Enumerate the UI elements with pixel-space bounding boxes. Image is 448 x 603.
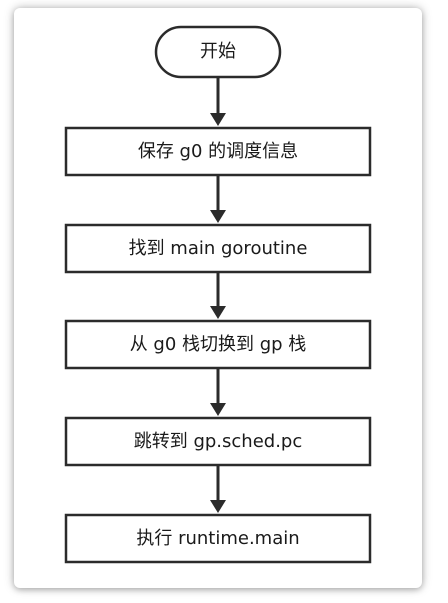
start-node-label: 开始 [200,41,236,62]
arrowhead-3 [210,306,226,319]
step-1-label: 保存 g0 的调度信息 [138,141,298,162]
arrowhead-2 [210,210,226,223]
arrowhead-1 [210,113,226,126]
arrowhead-5 [210,500,226,513]
step-2-label: 找到 main goroutine [129,238,308,259]
step-3-label: 从 g0 栈切换到 gp 栈 [130,334,307,355]
step-4-label: 跳转到 gp.sched.pc [134,431,303,452]
arrowhead-4 [210,403,226,416]
step-5-box [64,513,372,564]
step-4-box [64,416,372,467]
step-5-label: 执行 runtime.main [136,528,299,549]
